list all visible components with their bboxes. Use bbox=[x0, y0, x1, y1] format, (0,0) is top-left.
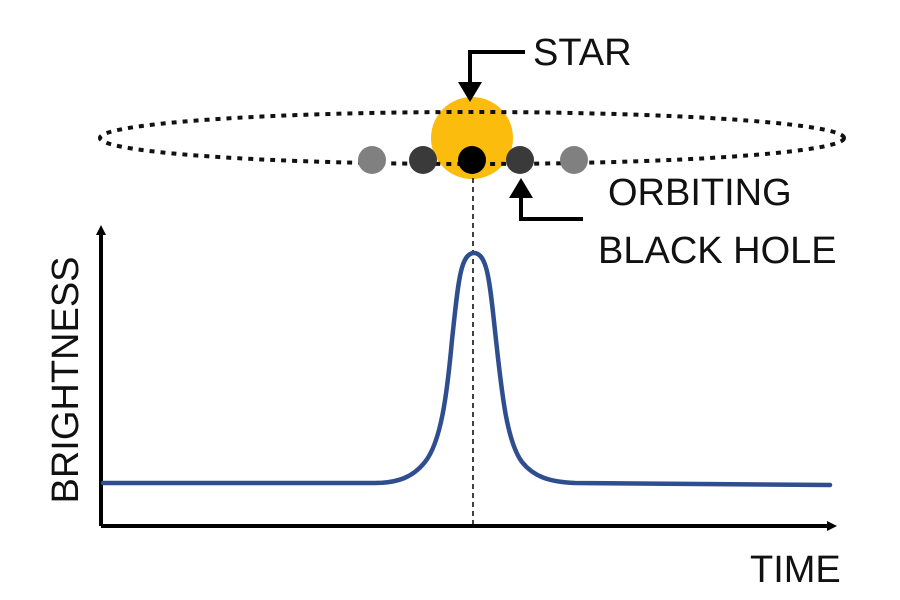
black-hole-far-left-icon bbox=[358, 146, 386, 174]
black-hole-near-right-icon bbox=[506, 146, 534, 174]
x-axis-label: TIME bbox=[750, 549, 841, 591]
black-hole-far-right-icon bbox=[560, 146, 588, 174]
black-hole-near-left-icon bbox=[409, 146, 437, 174]
black-hole-label-line2: BLACK HOLE bbox=[598, 230, 837, 272]
star-label: STAR bbox=[533, 32, 632, 74]
brightness-light-curve bbox=[100, 250, 833, 488]
black-hole-label-line1: ORBITING bbox=[608, 172, 792, 214]
black-hole-pointer-arrow-icon bbox=[509, 178, 583, 221]
y-axis-label: BRIGHTNESS bbox=[45, 256, 87, 503]
star-circle-icon bbox=[431, 97, 513, 179]
star-pointer-arrow-icon bbox=[458, 50, 525, 102]
black-hole-current-icon bbox=[458, 146, 486, 174]
